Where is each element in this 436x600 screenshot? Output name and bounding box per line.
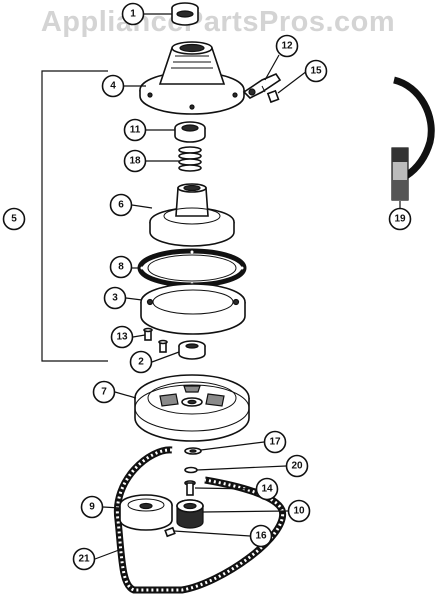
callout-label-14: 14 [261,484,273,495]
part-19-retainer [391,76,435,201]
callout-9: 9 [80,495,104,519]
callout-20: 20 [285,454,309,478]
callout-label-1: 1 [130,9,136,20]
callout-label-7: 7 [101,387,107,398]
part-2-bearing [178,340,206,360]
part-18-spring [178,146,202,172]
part-21-belt [113,446,287,594]
leader-9 [102,506,121,509]
leader-2 [151,351,180,363]
callout-label-11: 11 [130,125,141,136]
callout-15: 15 [304,59,328,83]
part-3-gear-case [140,283,246,335]
part-15-screw [261,85,280,104]
callout-label-6: 6 [118,200,124,211]
callout-label-21: 21 [78,554,90,565]
callout-7: 7 [92,380,116,404]
part-20-washer [184,466,198,474]
leader-14 [194,487,257,490]
leader-20 [196,465,287,471]
callout-label-5: 5 [11,214,17,225]
callout-1: 1 [121,2,145,26]
callout-6: 6 [109,193,133,217]
part-9-motor-pulley [119,494,173,531]
leader-7 [114,391,137,399]
callout-3: 3 [103,286,127,310]
callout-label-3: 3 [112,293,118,304]
part-1-cap [171,2,199,26]
callout-label-15: 15 [310,66,322,77]
leader-16 [173,530,251,537]
callout-19: 19 [388,207,412,231]
callout-4: 4 [101,74,125,98]
part-14-bolt [184,480,196,496]
callout-label-2: 2 [138,357,144,368]
leader-3 [125,297,143,301]
callout-18: 18 [123,149,147,173]
callout-label-16: 16 [255,531,267,542]
leader-10 [202,510,289,513]
leader-17 [200,441,265,451]
callout-label-4: 4 [110,81,116,92]
callout-5: 5 [2,207,26,231]
leader-15 [277,70,308,94]
callout-21: 21 [72,547,96,571]
callout-16: 16 [249,524,273,548]
callout-12: 12 [275,34,299,58]
callout-13: 13 [110,325,134,349]
leader-6 [131,204,153,209]
part-8-gasket [137,248,247,288]
callout-17: 17 [263,430,287,454]
callout-11: 11 [123,118,147,142]
callout-10: 10 [287,499,311,523]
callout-label-8: 8 [118,262,124,273]
callout-2: 2 [129,350,153,374]
callout-label-17: 17 [269,437,281,448]
leader-12 [264,54,280,81]
callout-8: 8 [109,255,133,279]
part-10-idler [176,499,204,529]
callout-label-9: 9 [89,502,95,513]
part-17-washer [184,447,202,455]
callout-label-18: 18 [129,156,141,167]
leader-13 [132,334,146,338]
watermark-logo-text: AppliancePartsPros.com [40,6,396,38]
part-7-drive-pulley [134,374,250,442]
leader-21 [94,549,120,560]
part-13-bolts [143,327,168,353]
callout-label-12: 12 [281,41,293,52]
callout-14: 14 [255,477,279,501]
part-11-seal [174,121,206,143]
callout-label-10: 10 [293,506,305,517]
assembly-bracket [41,70,108,362]
part-6-drive-hub [149,183,235,247]
callout-label-20: 20 [291,461,303,472]
part-4-hub-housing [139,41,245,115]
callout-label-19: 19 [394,214,406,225]
callout-label-13: 13 [116,332,128,343]
part-16-setscrew [164,526,176,538]
